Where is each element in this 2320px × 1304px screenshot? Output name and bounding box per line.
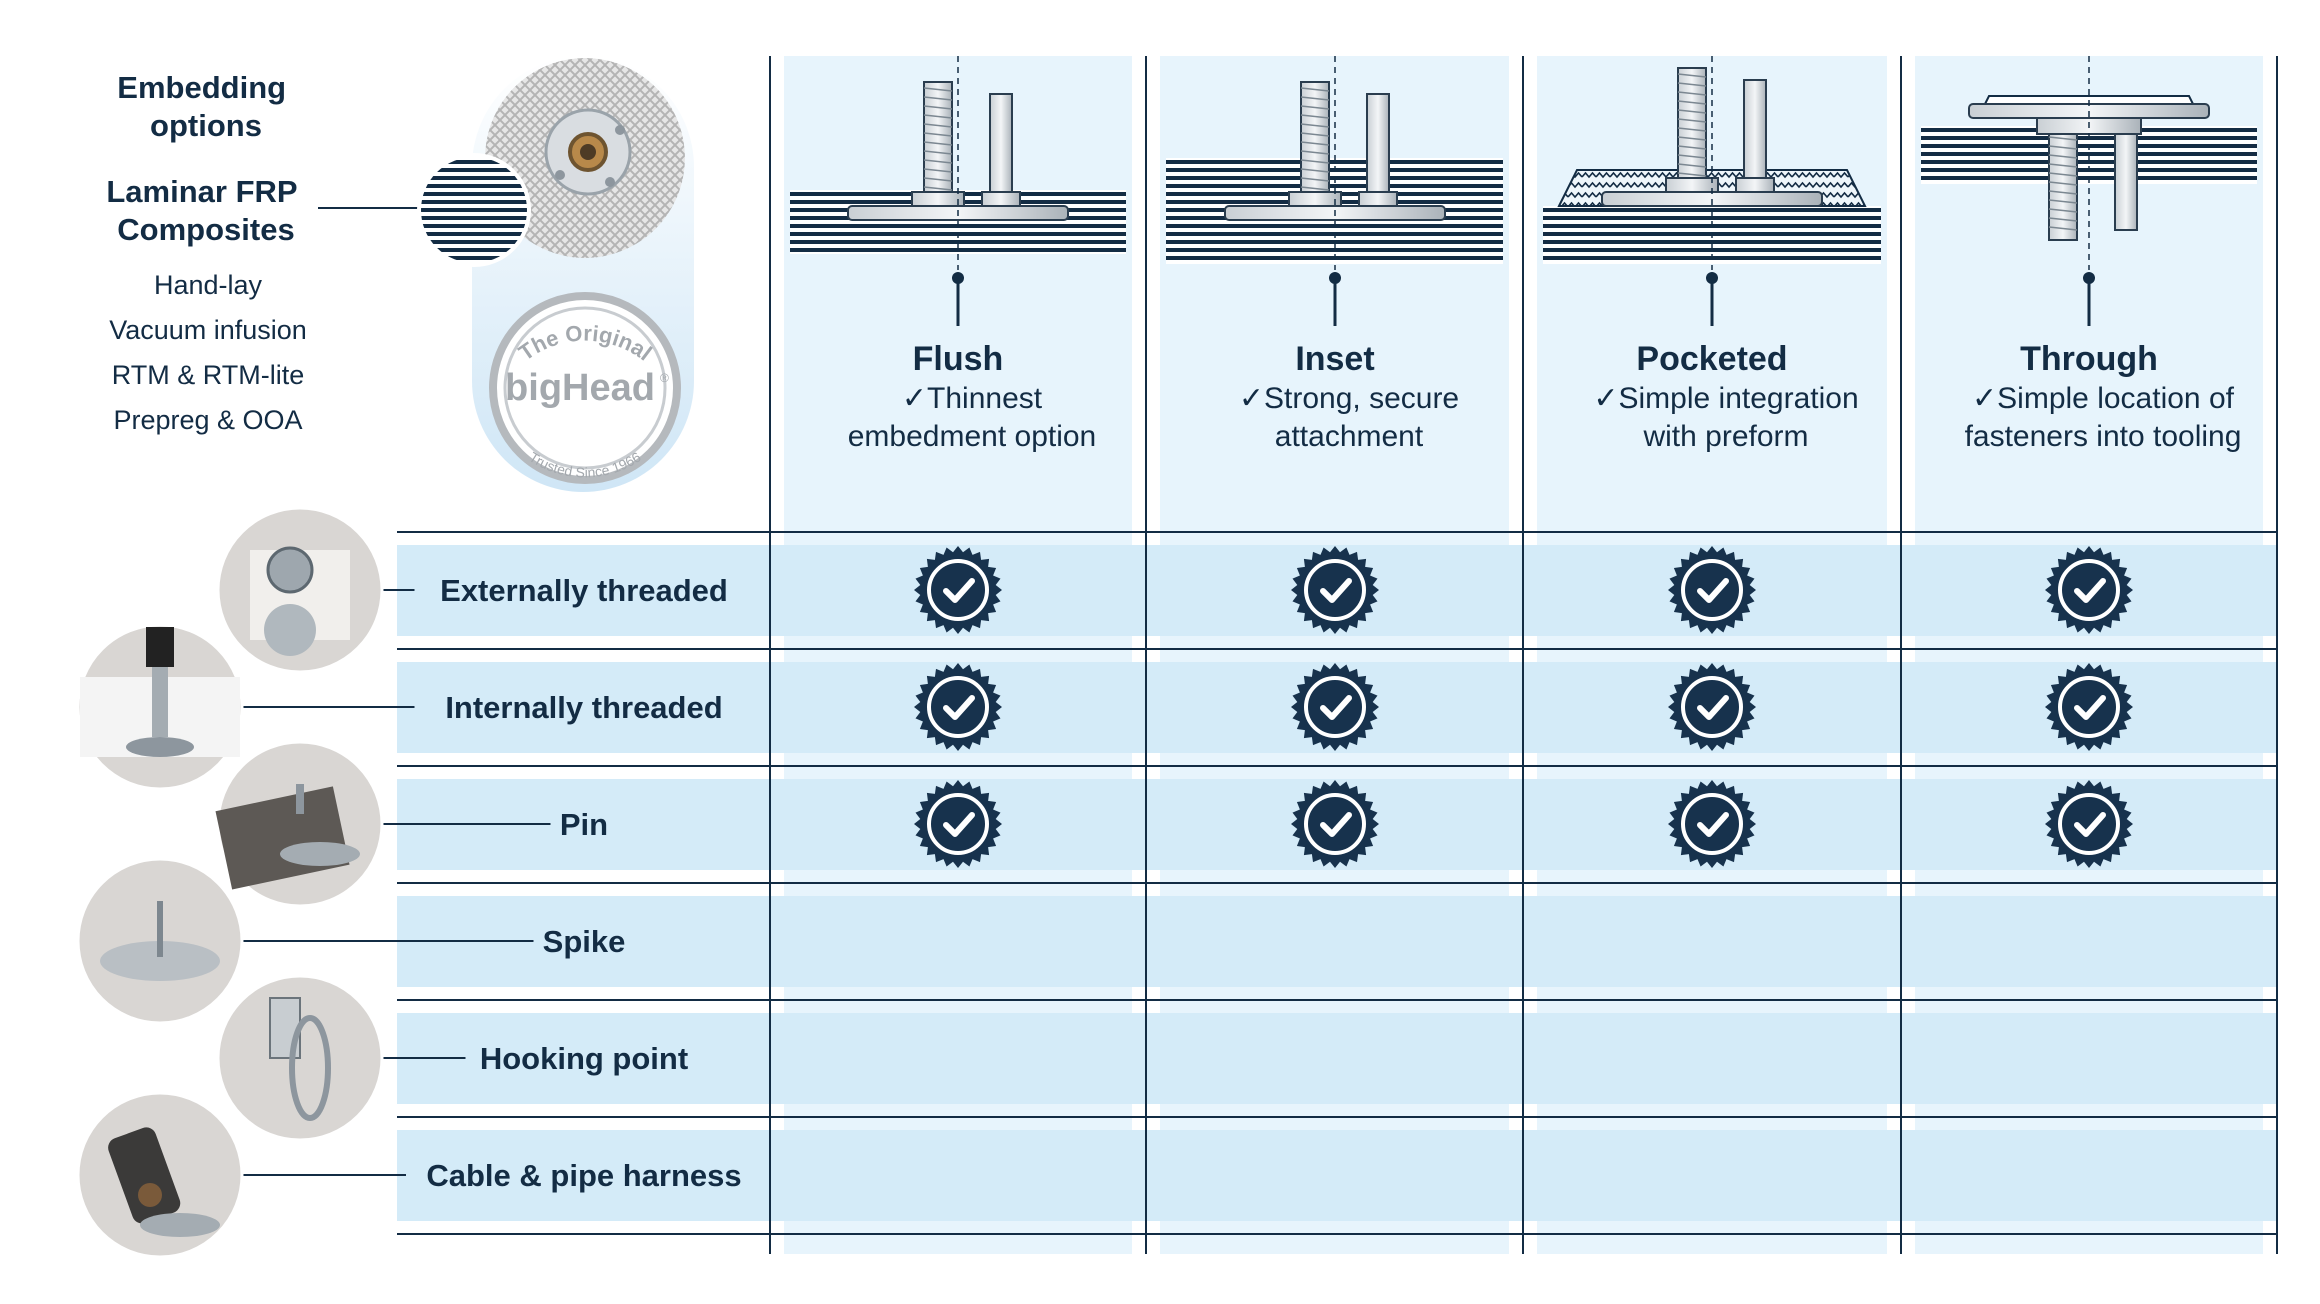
option-title-through: Through	[2020, 340, 2158, 378]
row-band	[397, 1013, 2277, 1104]
check-badge-icon	[914, 546, 1002, 634]
process-item: RTM & RTM-lite	[112, 360, 305, 390]
row-label: Internally threaded	[445, 690, 722, 725]
check-badge-icon	[1291, 780, 1379, 868]
option-title-flush: Flush	[913, 340, 1004, 378]
pin-fastener-photo	[215, 740, 384, 908]
option-diagram-pocketed	[1543, 56, 1881, 326]
option-benefit-line: ✓Simple location of	[1972, 382, 2235, 415]
check-badge-icon	[1291, 546, 1379, 634]
row-band	[397, 1130, 2277, 1221]
cable-harness-fastener-photo	[76, 1091, 244, 1259]
composite-sample-photo	[485, 58, 685, 258]
option-benefit-line: fasteners into tooling	[1965, 420, 2242, 453]
process-item: Prepreg & OOA	[113, 405, 302, 435]
row-label: Spike	[543, 924, 626, 959]
row-5: Hooking point	[216, 974, 688, 1142]
row-1: Externally threaded	[216, 506, 728, 674]
option-benefit-line: ✓Simple integration	[1593, 382, 1858, 415]
process-item: Hand-lay	[154, 270, 263, 300]
row-band	[397, 896, 2277, 987]
option-benefit-line: attachment	[1275, 420, 1424, 453]
row-label: Hooking point	[480, 1041, 688, 1076]
side-panel: Embedding options Laminar FRP Composites…	[106, 56, 694, 492]
check-badge-icon	[1668, 663, 1756, 751]
row-label: Pin	[560, 807, 608, 842]
row-2: Internally threaded	[76, 623, 723, 791]
row-6: Cable & pipe harness	[76, 1091, 742, 1259]
external-thread-fastener-photo	[216, 506, 384, 674]
check-badge-icon	[1291, 663, 1379, 751]
check-badge-icon	[1668, 780, 1756, 868]
option-benefit-line: ✓Thinnest	[902, 382, 1043, 415]
bighead-logo: The Original bigHead ® Trusted Since 196…	[489, 292, 681, 484]
row-label: Externally threaded	[440, 573, 728, 608]
row-label: Cable & pipe harness	[426, 1158, 741, 1193]
hooking-point-fastener-photo	[216, 974, 384, 1142]
check-badge-icon	[2045, 546, 2133, 634]
panel-heading: Embedding options	[117, 70, 294, 143]
laminate-magnifier	[419, 155, 529, 265]
row-3: Pin	[215, 740, 608, 908]
option-diagram-flush	[790, 56, 1126, 326]
check-badge-icon	[1668, 546, 1756, 634]
panel-subheading: Laminar FRP Composites	[106, 174, 305, 247]
svg-text:bigHead: bigHead	[505, 367, 655, 409]
check-badge-icon	[2045, 780, 2133, 868]
check-badge-icon	[914, 780, 1002, 868]
option-diagram-through	[1921, 56, 2257, 326]
check-badge-icon	[914, 663, 1002, 751]
option-benefit-line: ✓Strong, secure	[1239, 382, 1459, 415]
internal-thread-fastener-photo	[76, 623, 244, 791]
spike-fastener-photo	[76, 857, 244, 1025]
option-title-inset: Inset	[1295, 340, 1374, 378]
row-4: Spike	[76, 857, 626, 1025]
svg-text:®: ®	[660, 371, 669, 385]
option-benefit-line: with preform	[1642, 420, 1808, 453]
option-title-pocketed: Pocketed	[1636, 340, 1787, 378]
process-item: Vacuum infusion	[109, 315, 307, 345]
option-diagram-inset	[1166, 56, 1503, 326]
option-benefit-line: embedment option	[848, 420, 1097, 453]
check-badge-icon	[2045, 663, 2133, 751]
